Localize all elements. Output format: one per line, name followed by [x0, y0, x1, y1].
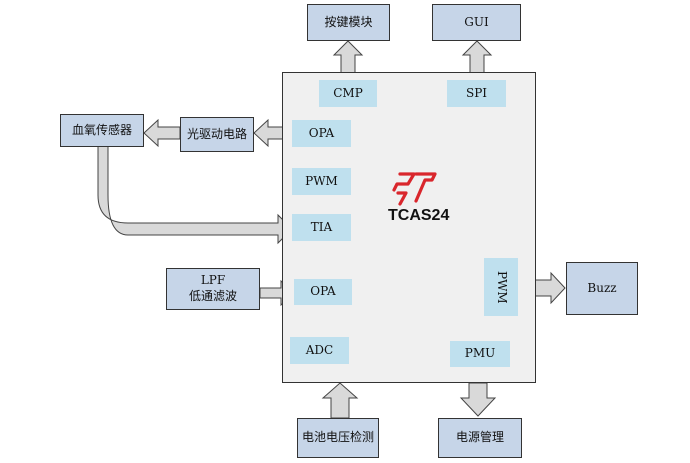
- opa-bottom-label: OPA: [310, 284, 336, 299]
- power-management-label: 电源管理: [455, 430, 504, 445]
- power-management-box: 电源管理: [438, 418, 522, 458]
- buzz-label: Buzz: [587, 280, 617, 295]
- pwm-right-block: PWM: [484, 258, 518, 316]
- spi-block: SPI: [447, 80, 506, 107]
- arrow-sensor-to-tia: [97, 145, 293, 245]
- battery-label: 电池电压检测: [301, 430, 374, 445]
- lpf-label-line2: 低通滤波: [188, 289, 237, 303]
- lpf-label-line1: LPF: [200, 273, 226, 288]
- cmp-block: CMP: [319, 80, 377, 107]
- pwm-right-label: PWM: [494, 270, 509, 304]
- opa-top-block: OPA: [292, 120, 351, 147]
- pwm-left-block: PWM: [292, 168, 351, 195]
- spo2-sensor-box: 血氧传感器: [60, 114, 144, 147]
- spi-label: SPI: [465, 85, 488, 100]
- battery-box: 电池电压检测: [297, 418, 379, 458]
- keys-module-label: 按键模块: [324, 14, 373, 29]
- tia-label: TIA: [310, 219, 333, 234]
- opa-top-label: OPA: [308, 125, 335, 140]
- gui-label: GUI: [464, 14, 489, 29]
- adc-label: ADC: [305, 342, 334, 357]
- pwm-left-label: PWM: [305, 173, 338, 188]
- tia-block: TIA: [292, 214, 351, 241]
- tcas-logo-icon: [392, 172, 437, 206]
- led-driver-label: 光驱动电路: [186, 126, 247, 141]
- pmu-label: PMU: [464, 346, 496, 361]
- arrow-led-driver-to-sensor: [143, 118, 181, 148]
- adc-block: ADC: [290, 337, 349, 364]
- lpf-box: LPF 低通滤波: [166, 268, 260, 310]
- spo2-sensor-label: 血氧传感器: [71, 122, 132, 137]
- led-driver-box: 光驱动电路: [180, 117, 254, 152]
- arrow-chip-to-power: [459, 382, 497, 417]
- pmu-block: PMU: [450, 341, 510, 367]
- arrow-battery-to-chip: [321, 382, 359, 419]
- keys-module-box: 按键模块: [307, 4, 390, 41]
- buzz-box: Buzz: [566, 262, 638, 315]
- opa-bottom-block: OPA: [294, 279, 352, 305]
- gui-box: GUI: [432, 4, 521, 41]
- chip-brand-label: TCAS24: [388, 207, 450, 224]
- cmp-label: CMP: [333, 85, 363, 100]
